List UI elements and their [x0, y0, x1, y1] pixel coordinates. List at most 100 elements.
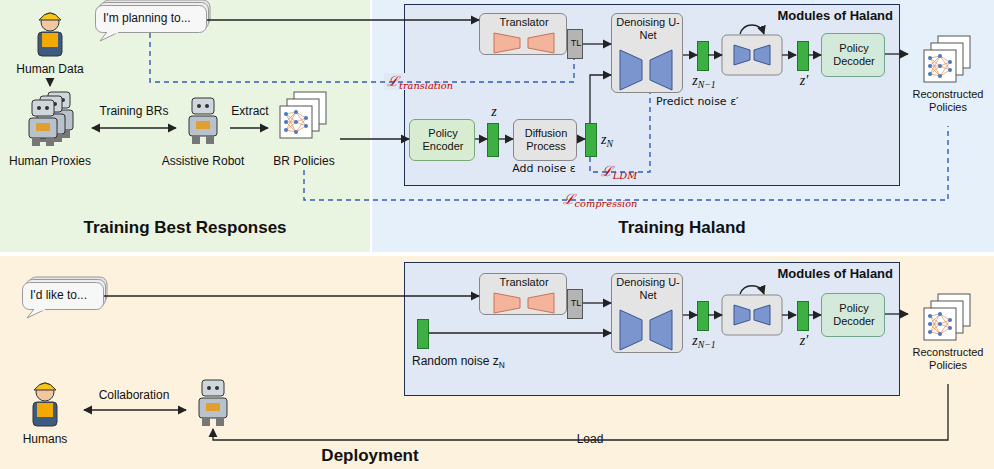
shape [206, 403, 220, 411]
arrow [809, 54, 821, 55]
shape [948, 326, 952, 330]
node-text: zN−1 [692, 333, 716, 350]
loop-box [708, 25, 796, 75]
shape [494, 33, 520, 53]
text-holder: z′ [800, 73, 809, 90]
shape [29, 100, 57, 146]
shape [96, 6, 207, 33]
shape [39, 13, 61, 20]
text-holder: Add noise ε [512, 163, 576, 176]
arrow [475, 138, 487, 139]
trans-icon [494, 293, 554, 313]
text-holder: Denoising U-Net [616, 276, 680, 302]
loss-line [150, 33, 574, 82]
shape [32, 138, 40, 146]
loop-box [708, 286, 796, 335]
shape [215, 386, 219, 390]
text-holder: Assistive Robot [162, 154, 245, 168]
person-icon [25, 6, 75, 58]
node-text: Translator [499, 276, 548, 289]
shape [284, 128, 288, 132]
text-holder: zN−1 [692, 333, 716, 350]
text-holder: Human Proxies [9, 154, 91, 168]
shape [782, 54, 796, 55]
shape [740, 25, 764, 34]
text-holder: TL [571, 38, 582, 49]
arrow [92, 127, 176, 128]
policies-icon [924, 36, 972, 84]
human-icon: Humans [10, 374, 80, 450]
edge-label: Training BRs [100, 104, 169, 118]
shape [528, 33, 554, 53]
node-text: Assistive Robot [162, 154, 245, 168]
arrow [583, 43, 611, 44]
text-holder: Modules of Haland [777, 8, 893, 23]
node-text: Training Best Responses [83, 218, 286, 238]
robot-group: Human Proxies [8, 86, 92, 170]
robot-icon: Assistive Robot [176, 88, 230, 170]
shape [42, 33, 58, 47]
latent: zN−1 [697, 301, 709, 331]
text-holder: Translator [499, 16, 548, 29]
panel: Training HalandModules of HalandTranslat… [372, 0, 994, 252]
text-holder: Reconstructed Policies [908, 88, 988, 114]
shape [196, 121, 210, 129]
shape [722, 35, 782, 75]
node-text: Modules of Haland [777, 8, 893, 23]
annotation: Load [574, 432, 607, 446]
shape [928, 64, 932, 68]
shape [36, 123, 50, 131]
node-text: Policy Decoder [826, 302, 882, 328]
text-holder: Modules of Haland [777, 266, 893, 281]
shape [280, 106, 312, 138]
shape [202, 418, 210, 426]
node-text: Humans [23, 432, 68, 446]
arrow [809, 314, 821, 315]
loss-line [304, 126, 948, 200]
shape [304, 124, 308, 128]
shape [202, 380, 224, 396]
collaboration-arrow [84, 409, 186, 410]
shape [528, 293, 554, 313]
text-holder: I'd like to... [30, 288, 87, 302]
node-text: Denoising U-Net [616, 276, 680, 302]
shape [928, 72, 932, 76]
policies-icon [280, 92, 328, 140]
arrow [583, 302, 611, 303]
text-holder: ℒLDM [598, 163, 640, 180]
shape [708, 54, 722, 55]
policies-icon [924, 294, 972, 342]
arrow [885, 53, 908, 54]
load-arrow [213, 384, 948, 440]
shape [45, 106, 49, 110]
latent: z [487, 123, 499, 157]
tl-block: TL [567, 29, 583, 59]
shape [216, 418, 224, 426]
subscript: N−1 [698, 79, 716, 90]
annotation: Predict noise ε′ [656, 96, 739, 109]
arrow [577, 138, 585, 139]
shape [33, 402, 57, 426]
shape [620, 310, 642, 350]
shape [620, 50, 642, 90]
node-text: Translator [499, 16, 548, 29]
shape [294, 110, 298, 114]
node-text: Denoising U-Net [616, 16, 680, 42]
trans-icon [494, 33, 554, 53]
node-text: TL [571, 38, 582, 49]
module: Translator [479, 13, 567, 55]
node-text: z′ [800, 333, 809, 350]
shape [938, 312, 942, 316]
text-holder: Reconstructed Policies [908, 346, 988, 372]
latent: zN−1 [697, 41, 709, 71]
shape [924, 308, 956, 340]
subscript: N−1 [698, 339, 716, 350]
shape [928, 56, 932, 60]
arrow [499, 138, 513, 139]
panel: DeploymentModules of HalandTranslatorTLR… [0, 256, 994, 469]
loss-label: ℒLDM [598, 163, 640, 180]
edge-label: Extract [231, 104, 268, 118]
module: Diffusion Process [513, 119, 577, 161]
